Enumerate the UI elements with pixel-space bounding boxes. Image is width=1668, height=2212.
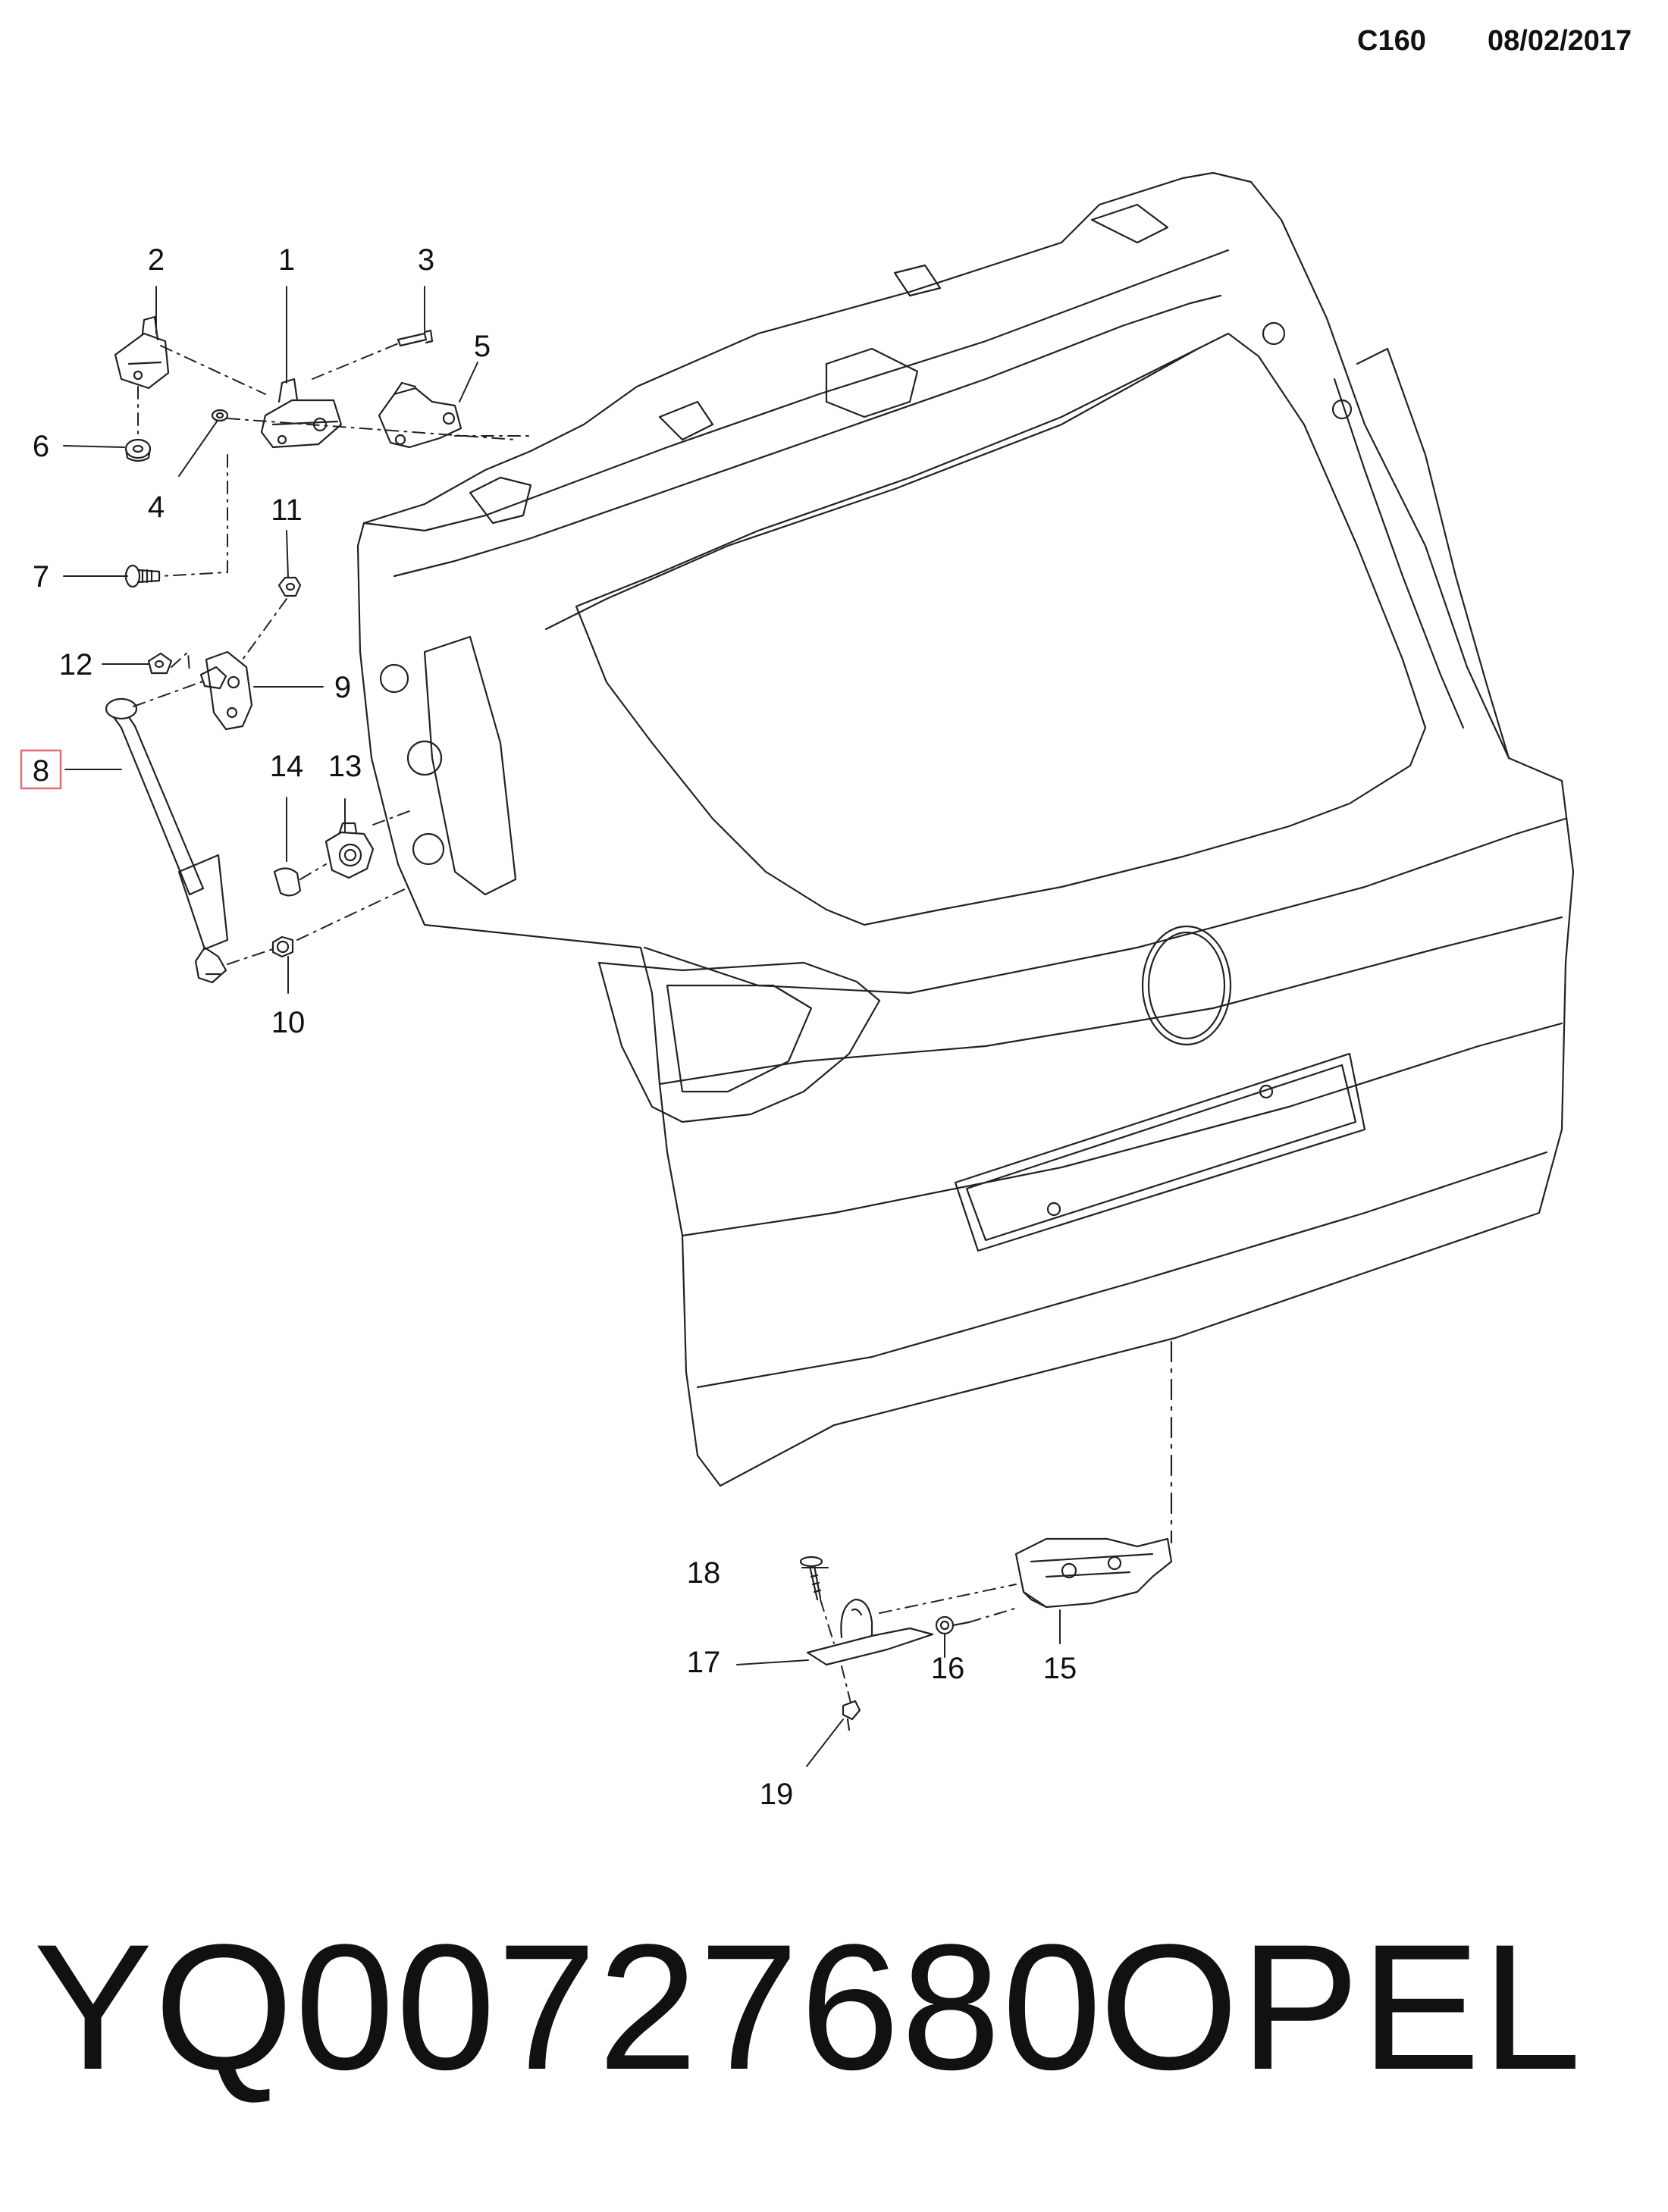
tailgate-panel — [356, 171, 1575, 1544]
callout-13: 13 — [328, 750, 362, 783]
strut-bracket-part-9 — [199, 650, 253, 731]
callout-16: 16 — [931, 1652, 965, 1685]
brand-name: OPEL — [1099, 1907, 1583, 2107]
callout-4: 4 — [148, 490, 165, 524]
striker-part-17 — [806, 1598, 934, 1666]
callout-17: 17 — [687, 1646, 721, 1679]
cap-part-14 — [273, 867, 302, 897]
hinge-bracket-part-2 — [114, 315, 170, 390]
callout-numbers: 1 2 3 4 5 6 7 8 9 10 11 12 13 14 15 16 1… — [33, 243, 1077, 1811]
callout-11: 11 — [271, 493, 303, 527]
part-number: YQ00727680 — [33, 1907, 1103, 2107]
nut-part-11 — [277, 576, 302, 597]
callout-12: 12 — [59, 648, 93, 681]
ball-stud-part-10 — [271, 935, 294, 958]
callout-9: 9 — [334, 671, 351, 704]
washer-part-4 — [211, 409, 229, 422]
callout-leader-lines — [63, 286, 1061, 1767]
callout-5: 5 — [474, 330, 491, 363]
screw-part-18 — [799, 1556, 823, 1601]
callout-15: 15 — [1043, 1652, 1077, 1685]
clip-part-12 — [147, 652, 173, 675]
callout-8: 8 — [33, 754, 49, 788]
callout-2: 2 — [148, 243, 165, 277]
actuator-part-13 — [325, 822, 375, 879]
callout-7: 7 — [33, 560, 49, 594]
callout-14: 14 — [270, 750, 304, 783]
assembly-lines — [133, 342, 1021, 1703]
highlight-box-part-8 — [20, 749, 62, 790]
callout-18: 18 — [687, 1556, 721, 1590]
clip-part-19 — [842, 1700, 861, 1731]
gas-strut-part-8 — [105, 697, 229, 984]
nut-part-6 — [124, 438, 152, 462]
callout-10: 10 — [271, 1006, 306, 1039]
callout-1: 1 — [278, 243, 295, 277]
callout-19: 19 — [760, 1778, 794, 1811]
bolt-part-3 — [397, 329, 434, 347]
callout-6: 6 — [33, 430, 49, 463]
diagram-date: 08/02/2017 — [1488, 25, 1632, 57]
latch-part-15 — [1014, 1537, 1173, 1609]
callout-3: 3 — [418, 243, 434, 277]
bolt-part-7 — [124, 564, 161, 588]
diagram-code: C160 — [1357, 25, 1426, 57]
hinge-part-1 — [260, 378, 343, 449]
hinge-bracket-part-5 — [378, 381, 462, 449]
washer-part-16 — [935, 1615, 970, 1635]
